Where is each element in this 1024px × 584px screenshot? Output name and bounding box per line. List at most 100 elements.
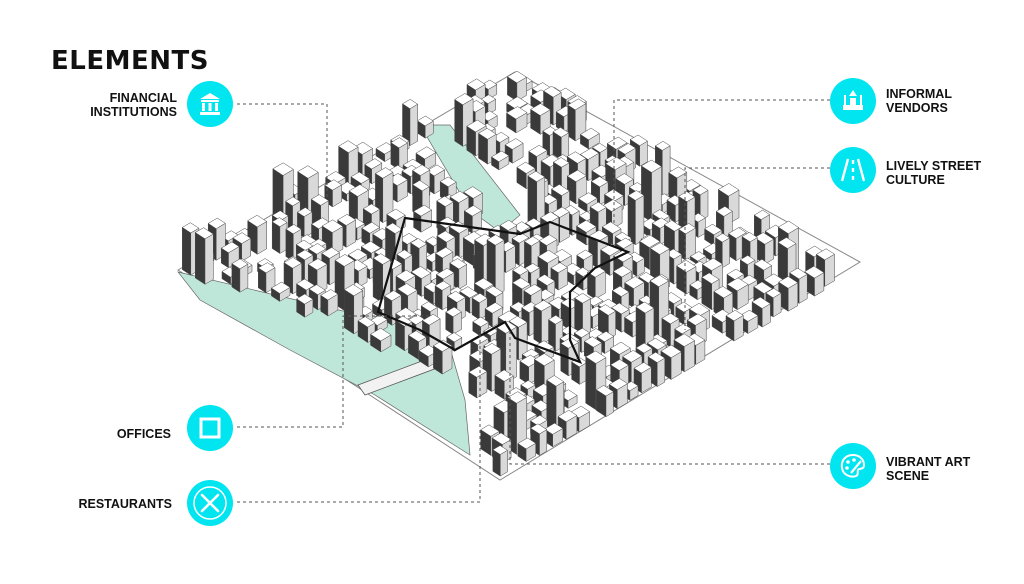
building-roof <box>504 138 524 150</box>
palette-icon <box>830 443 876 489</box>
building-roof <box>271 217 288 227</box>
building-roof <box>374 167 394 179</box>
building-roof <box>473 277 494 291</box>
building-roof <box>421 313 441 326</box>
building-roof <box>412 164 431 176</box>
building-roof <box>528 144 548 157</box>
building-roof <box>789 267 808 280</box>
building-roof <box>512 221 531 233</box>
building-roof <box>741 232 758 243</box>
building-roof <box>257 262 276 274</box>
building-roof <box>567 98 587 111</box>
building-roof <box>321 247 340 259</box>
building-roof <box>530 103 551 116</box>
building-roof <box>506 96 528 110</box>
building-roof <box>633 362 652 374</box>
building-roof <box>499 219 518 231</box>
building-roof <box>777 237 797 249</box>
building-roof <box>728 227 747 239</box>
building-roof <box>517 437 537 450</box>
building-roof <box>579 127 600 141</box>
building-roof <box>347 248 368 261</box>
leader-art <box>509 330 830 465</box>
building-roof <box>446 290 466 303</box>
building-roof <box>668 166 688 179</box>
building-roof <box>540 211 560 224</box>
building-roof <box>622 350 643 363</box>
building-roof <box>629 134 648 146</box>
building-roof <box>552 127 570 138</box>
building-roof <box>546 375 565 387</box>
building-roof <box>512 277 531 290</box>
page-title: ELEMENTS <box>51 46 209 76</box>
building-front <box>204 233 214 285</box>
building-roof <box>556 87 576 100</box>
building-roof <box>507 391 528 404</box>
building-side <box>182 226 192 276</box>
building-roof <box>220 241 240 254</box>
building-roof <box>804 265 825 279</box>
leader-street <box>684 167 830 330</box>
building-roof <box>361 221 381 234</box>
building-roof <box>765 288 782 299</box>
building-roof <box>285 224 302 235</box>
road-icon <box>830 147 876 193</box>
building-roof <box>583 336 603 348</box>
building-front <box>500 449 508 477</box>
building-roof <box>478 128 497 140</box>
building-roof <box>609 341 631 355</box>
building-roof <box>649 274 670 287</box>
buildings-layer <box>181 70 835 477</box>
building-roof <box>434 280 451 291</box>
building-roof <box>537 249 559 264</box>
building-roof <box>704 223 723 236</box>
building-roof <box>364 158 383 170</box>
building-roof <box>595 385 614 397</box>
building-roof <box>466 119 487 133</box>
building-side <box>585 356 597 411</box>
building-roof <box>296 207 313 217</box>
building-roof <box>617 143 637 155</box>
building-roof <box>439 176 457 188</box>
building-roof <box>660 344 682 358</box>
building-roof <box>753 259 773 271</box>
building-roof <box>611 285 630 297</box>
building-roof <box>692 185 709 196</box>
building-roof <box>606 136 628 150</box>
building-roof <box>739 309 759 322</box>
building-front <box>656 357 666 388</box>
building-roof <box>646 337 667 351</box>
building-roof <box>689 251 707 262</box>
building-roof <box>397 283 418 296</box>
building-roof <box>574 293 592 304</box>
building-roof <box>395 269 416 283</box>
building-side <box>195 232 206 285</box>
building-roof <box>445 306 462 318</box>
building-roof <box>566 169 587 183</box>
building-roof <box>530 414 548 426</box>
building-roof <box>726 277 749 292</box>
building-front <box>798 273 808 304</box>
building-roof <box>338 140 359 153</box>
building-roof <box>307 258 328 271</box>
leader-offices <box>237 315 430 428</box>
building-roof <box>649 242 670 255</box>
building-roof <box>283 257 303 269</box>
building-roof <box>533 353 555 367</box>
building-roof <box>678 191 696 202</box>
building-roof <box>596 331 615 342</box>
building-roof <box>485 285 504 298</box>
building-roof <box>551 184 570 196</box>
building-roof <box>673 333 696 347</box>
building-roof <box>357 316 376 328</box>
building-roof <box>604 188 624 202</box>
building-roof <box>579 147 600 160</box>
building-roof <box>412 180 430 192</box>
building-roof <box>231 258 249 270</box>
building-roof <box>778 276 799 289</box>
building-side <box>271 221 281 254</box>
building-roof <box>717 183 740 197</box>
building-roof <box>398 233 418 245</box>
building-roof <box>626 251 645 263</box>
